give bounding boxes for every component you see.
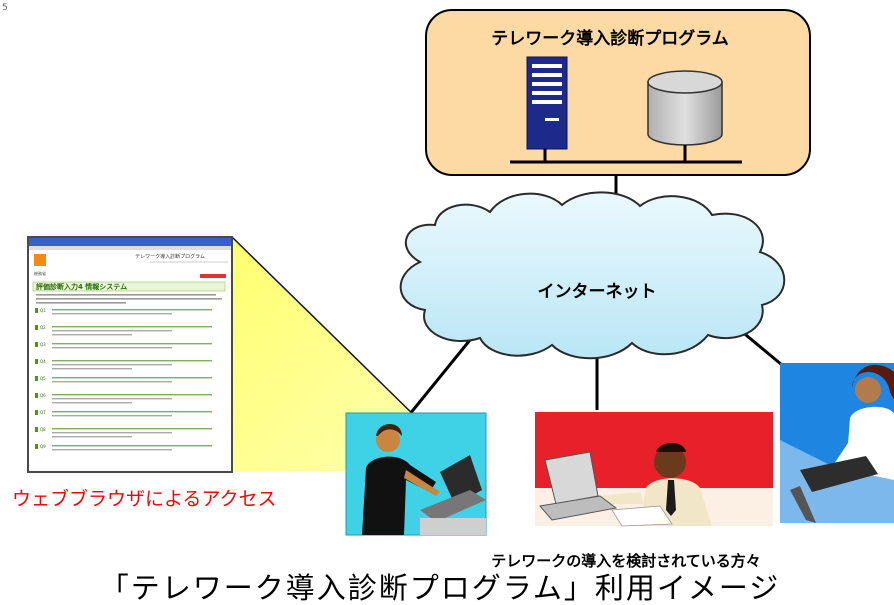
access-label: ウェブブラウザによるアクセス [12,487,276,510]
question-label: Q4 [40,359,46,364]
server-box-title: テレワーク導入診断プログラム [491,28,729,49]
user-image-woman-laptop [345,412,487,536]
question-label: Q3 [40,342,46,347]
question-label: Q8 [40,427,46,432]
question-item: Q7 [35,410,212,417]
site-logo-icon [34,254,46,266]
question-item: Q4 [35,359,212,370]
internet-cloud: インターネット [399,191,786,360]
question-label: Q2 [40,325,46,330]
server-box: テレワーク導入診断プログラム [425,9,811,176]
question-label: Q6 [40,393,46,398]
internet-label: インターネット [538,282,657,302]
question-item: Q2 [35,325,212,336]
database-icon [647,70,723,146]
user-image-woman-typing [780,363,894,523]
main-caption: 「テレワーク導入診断プログラム」利用イメージ [100,571,781,605]
question-item: Q6 [35,393,212,404]
question-label: Q1 [40,308,46,313]
question-item: Q9 [35,444,212,451]
user-image-man-laptop [535,412,773,527]
browser-page-title: 評価診断入力4 情報システム [36,282,127,291]
users-caption: テレワークの導入を検討されている方々 [491,552,761,570]
corner-mark: 5 [2,3,8,13]
question-label: Q7 [40,410,46,415]
browser-thumbnail: 総務省 テレワーク導入診断プログラム 評価診断入力4 情報システム Q1Q2Q3… [27,236,233,473]
question-item: Q1 [35,308,212,315]
question-item: Q8 [35,427,212,438]
browser-logo-caption: 総務省 [34,270,46,276]
question-item: Q5 [35,376,212,383]
browser-page-header: テレワーク導入診断プログラム [135,253,205,260]
server-icon [526,56,568,150]
question-label: Q9 [40,444,46,449]
question-label: Q5 [40,376,46,381]
question-item: Q3 [35,342,212,349]
